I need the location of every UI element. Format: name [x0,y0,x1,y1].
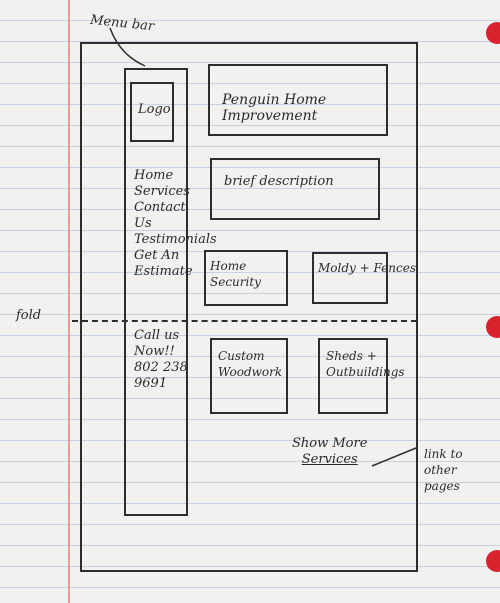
show-more-line-1: Show More [292,436,368,451]
nav-services[interactable]: Services [134,184,190,199]
service-tile-label: Custom Woodwork [218,349,283,379]
binder-hole [486,550,500,572]
logo-label: Logo [138,102,171,117]
sidebar-nav: Home Services Contact Us Testimonials Ge… [134,168,217,280]
show-more-services-link[interactable]: Show More Services [292,436,367,468]
call-us-line: Call us [134,328,180,343]
logo-box[interactable]: Logo [130,82,174,142]
fold-line [72,320,417,322]
description-box: brief description [210,158,380,220]
site-title: Penguin Home Improvement [222,92,327,124]
service-tile-label: Sheds + Outbuildings [326,349,405,379]
service-tile[interactable]: Home Security [204,250,288,306]
service-tile-label: Moldy + Fences [318,261,416,275]
binder-hole [486,316,500,338]
nav-estimate[interactable]: Get An Estimate [134,248,193,279]
nav-contact[interactable]: Contact Us [134,200,186,231]
nav-home[interactable]: Home [134,168,174,183]
service-tile-label: Home Security [210,259,261,289]
title-box: Penguin Home Improvement [208,64,388,136]
binder-hole [486,22,500,44]
phone-line-1: 802 238 [134,360,188,375]
link-annotation: link to other pages [424,447,463,493]
call-now-line: Now!! [134,344,175,359]
nav-testimonials[interactable]: Testimonials [134,232,217,247]
description-text: brief description [224,174,334,189]
show-more-line-2: Services [301,452,358,467]
page-frame [80,42,418,572]
call-us-block: Call us Now!! 802 238 9691 [134,328,190,392]
service-tile[interactable]: Custom Woodwork [210,338,288,414]
fold-annotation: fold [16,308,42,323]
service-tile[interactable]: Sheds + Outbuildings [318,338,405,414]
phone-line-2: 9691 [134,376,168,391]
notebook-margin [68,0,70,603]
sidebar-menu [124,68,188,516]
service-tile[interactable]: Moldy + Fences [312,252,416,304]
